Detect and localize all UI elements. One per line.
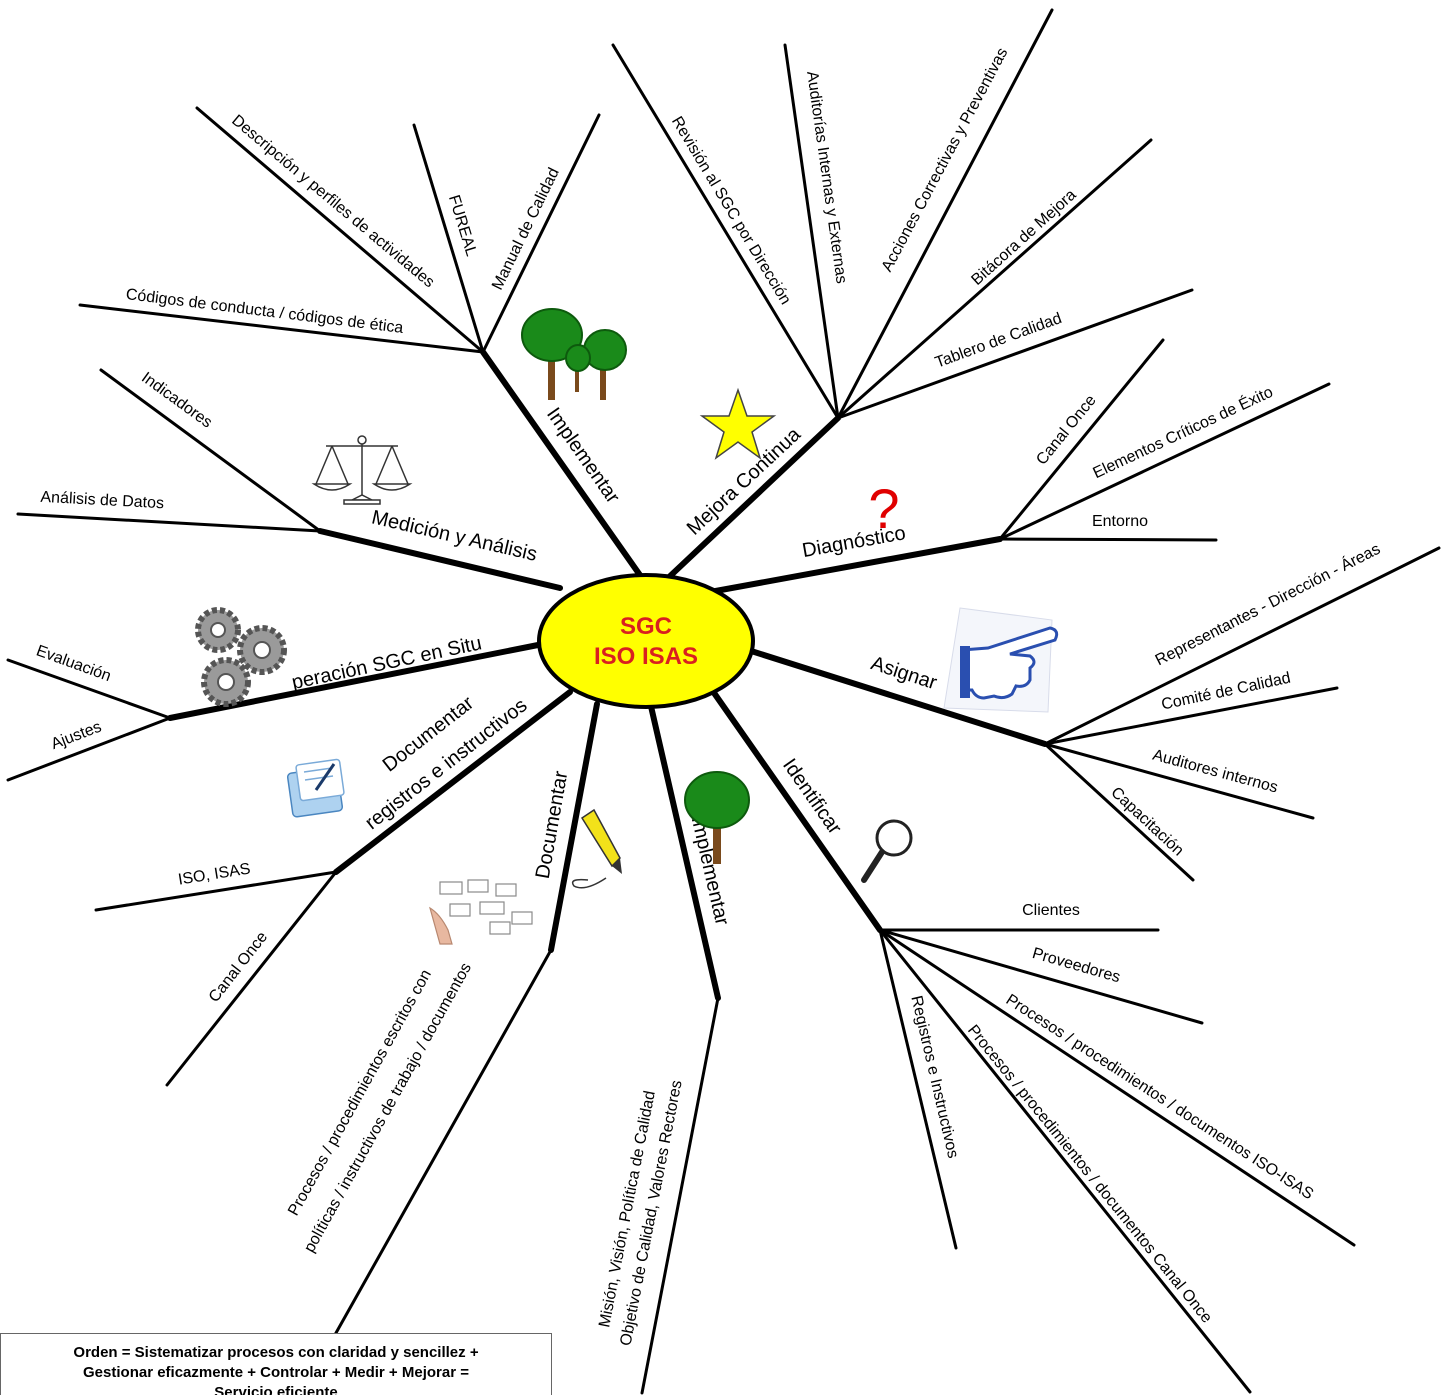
trees-icon	[521, 308, 627, 400]
gears-icon	[195, 607, 287, 707]
branch-line-operacion	[167, 642, 541, 721]
flowchart-icon	[429, 879, 533, 945]
balance-scale-icon	[311, 435, 413, 505]
tree-icon	[684, 771, 750, 864]
branch-asignar: Asignar	[868, 652, 940, 694]
branch-line-doc-registros	[333, 689, 573, 875]
leaf-revision: Revisión al SGC por Dirección	[668, 114, 794, 308]
branch-line-asignar	[745, 647, 1048, 747]
formula-line-1: Orden = Sistematizar procesos con clarid…	[73, 1344, 479, 1361]
formula-box: Orden = Sistematizar procesos con clarid…	[0, 1333, 552, 1395]
branch-line-medicion	[317, 528, 563, 591]
leaf-manual-calidad: Manual de Calidad	[489, 165, 563, 292]
leaf-evaluacion: Evaluación	[34, 642, 113, 685]
branch-medicion: Medición y Análisis	[370, 506, 540, 565]
leaf-indicadores: Indicadores	[138, 369, 215, 431]
formula-line-2: Gestionar eficazmente + Controlar + Medi…	[83, 1364, 469, 1381]
leaf-capacitacion: Capacitación	[1107, 784, 1186, 860]
star-icon	[699, 387, 777, 460]
leaf-representantes: Representantes - Dirección - Áreas	[1152, 539, 1383, 669]
leaf-descripcion: Descripción y perfiles de actividades	[228, 112, 437, 291]
sub-branches	[6, 8, 1441, 1395]
center-subtitle: ISO ISAS	[594, 643, 698, 670]
leaf-bitacora: Bitácora de Mejora	[968, 186, 1079, 289]
leaf-procesos-escritos-2: políticas / instructivos de trabajo / do…	[301, 960, 475, 1255]
branch-line-implementar-top	[480, 349, 645, 581]
question-mark-icon: ?	[868, 477, 899, 540]
leaf-clientes: Clientes	[1022, 902, 1080, 919]
leaf-auditorias: Auditorías Internas y Externas	[803, 70, 850, 285]
svg-text:?: ?	[868, 477, 899, 540]
leaf-codigos: Códigos de conducta / códigos de ética	[125, 286, 404, 337]
branch-line-documentar	[548, 701, 600, 953]
branch-line-identificar	[709, 687, 883, 933]
leaf-auditores: Auditores internos	[1151, 747, 1280, 797]
leaf-tablero: Tablero de Calidad	[933, 310, 1064, 372]
main-branches	[167, 349, 1048, 1001]
magnifier-icon	[861, 819, 913, 883]
leaf-procesos-iso: Procesos / procedimientos / documentos I…	[1003, 991, 1317, 1203]
center-node: SGC ISO ISAS	[537, 573, 755, 709]
center-title: SGC	[620, 613, 672, 640]
branch-implementar-bottom: Implementar	[687, 814, 734, 928]
pointing-hand-icon	[943, 607, 1059, 713]
leaf-analisis-datos: Análisis de Datos	[40, 489, 164, 512]
leaf-proveedores: Proveedores	[1030, 945, 1122, 986]
branch-line-implementar-bottom	[647, 699, 721, 1001]
formula-line-3: Servicio eficiente	[214, 1384, 338, 1395]
branch-line-mejora	[665, 415, 841, 581]
branch-line-diagnostico	[707, 536, 1003, 595]
leaf-acciones: Acciones Correctivas y Preventivas	[879, 45, 1012, 274]
pencil-icon	[571, 808, 622, 889]
document-icon	[286, 758, 345, 818]
leaf-entorno: Entorno	[1092, 513, 1148, 530]
leaf-procesos-escritos-1: Procesos / procedimientos escritos con	[285, 967, 435, 1219]
leaf-iso-isas: ISO, ISAS	[177, 860, 252, 888]
